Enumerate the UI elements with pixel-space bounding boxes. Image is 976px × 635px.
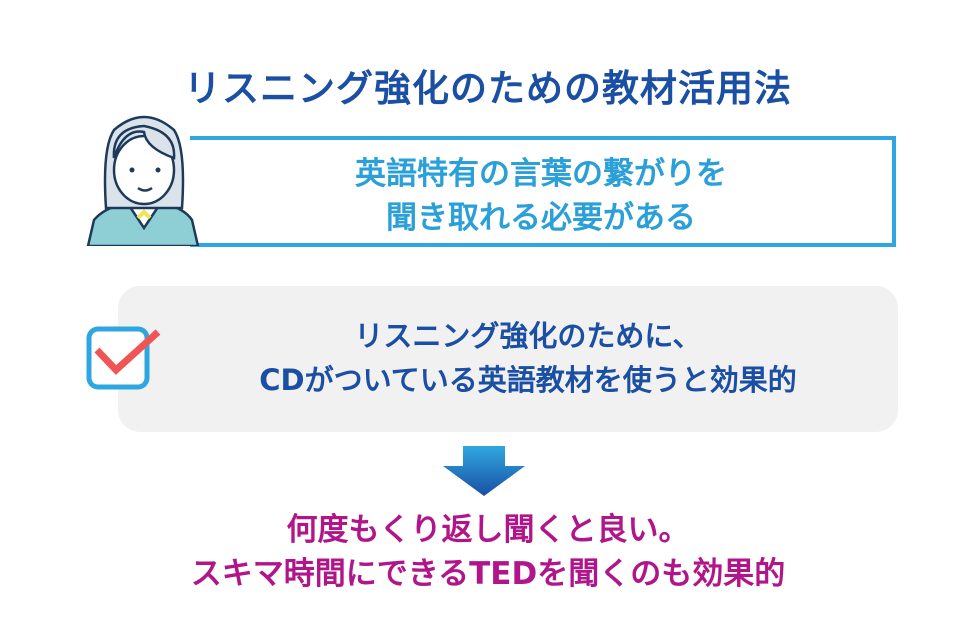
conclusion-line: スキマ時間にできるTEDを聞くのも効果的 (190, 556, 786, 592)
point-line: CDがついている英語教材を使うと効果的 (259, 363, 797, 397)
conclusion-text: 何度もくり返し聞くと良い。 スキマ時間にできるTEDを聞くのも効果的 (0, 508, 976, 596)
speech-line: 聞き取れる必要がある (386, 200, 696, 236)
point-box: リスニング強化のために、 CDがついている英語教材を使うと効果的 (118, 286, 898, 432)
woman-avatar-icon (86, 115, 200, 246)
arrow-down-icon (443, 446, 525, 496)
checkbox-checked-icon (86, 326, 161, 390)
speech-line: 英語特有の言葉の繋がりを (355, 156, 727, 192)
speech-box: 英語特有の言葉の繋がりを 聞き取れる必要がある (190, 136, 896, 247)
page-title: リスニング強化のための教材活用法 (184, 67, 792, 110)
conclusion-line: 何度もくり返し聞くと良い。 (286, 512, 690, 548)
speech-text: 英語特有の言葉の繋がりを 聞き取れる必要がある (190, 152, 892, 240)
point-line: リスニング強化のために、 (354, 319, 702, 353)
point-text: リスニング強化のために、 CDがついている英語教材を使うと効果的 (158, 314, 898, 402)
